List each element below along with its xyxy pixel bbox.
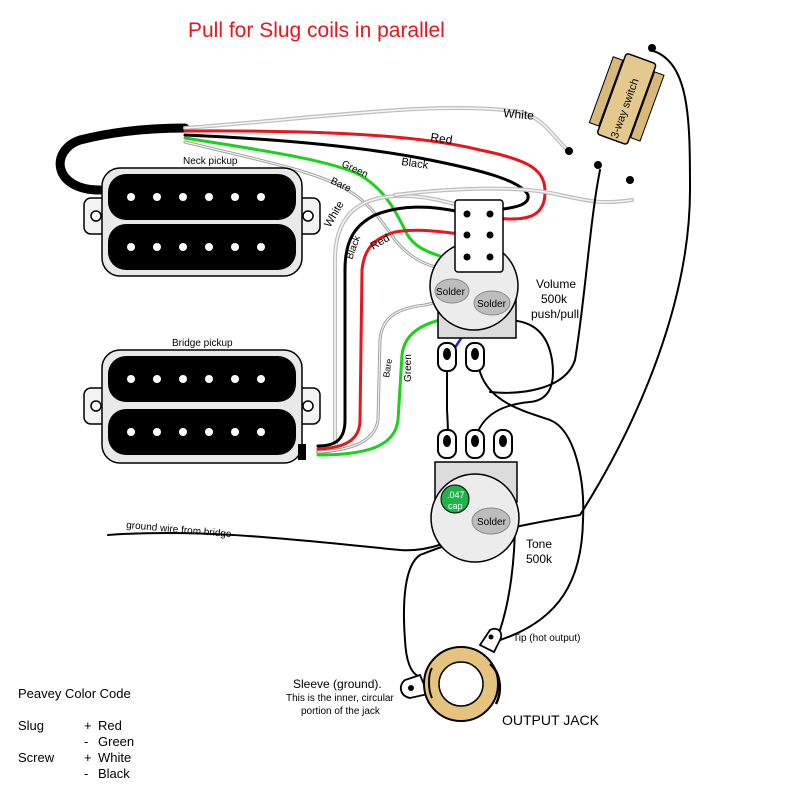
tone-capacitor: .047 cap xyxy=(440,484,470,514)
wire-red-top xyxy=(183,129,547,221)
volume-solder-2: Solder xyxy=(477,299,507,310)
legend-row: -Black xyxy=(84,766,130,781)
wire-switch-hot xyxy=(489,169,601,394)
jack-sleeve-line2: This is the inner, circular xyxy=(286,693,394,704)
wire-red-bridge xyxy=(316,228,464,451)
wire-vol-lug xyxy=(446,361,449,439)
label-black-top: Black xyxy=(401,156,430,172)
wire-switch-ground xyxy=(402,49,691,677)
bridge-pickup-label: Bridge pickup xyxy=(172,338,233,349)
tone-name: Tone xyxy=(526,537,552,551)
label-green-neck: Green xyxy=(340,159,370,181)
legend-row: Slug+Red xyxy=(18,718,122,733)
bridge-pickup: Bridge pickup xyxy=(83,338,321,464)
label-green-bridge: Green xyxy=(403,354,414,382)
three-way-switch: 3-way switch xyxy=(565,44,665,184)
output-jack: Tip (hot output) Sleeve (ground). This i… xyxy=(286,627,600,728)
legend-row: -Green xyxy=(84,734,135,749)
push-pull-lugs xyxy=(463,210,494,261)
neck-cable xyxy=(55,123,190,195)
wire-green-neck xyxy=(183,136,442,258)
neck-pole-pieces xyxy=(127,193,265,251)
bridge-pole-pieces xyxy=(127,375,265,436)
tone-value: 500k xyxy=(526,552,553,566)
svg-text:cap: cap xyxy=(448,501,463,511)
legend-title: Peavey Color Code xyxy=(18,686,131,701)
volume-solder-1: Solder xyxy=(436,287,466,298)
jack-tip-label: Tip (hot output) xyxy=(513,633,580,644)
label-bare-bridge: Bare xyxy=(381,358,394,378)
label-black-neck: Black xyxy=(344,233,363,261)
wire-black-bridge xyxy=(316,205,462,448)
wire-black-top xyxy=(183,133,530,212)
legend-row: Screw+White xyxy=(18,750,132,765)
tone-solder: Solder xyxy=(477,517,507,528)
label-red-top: Red xyxy=(430,130,454,147)
diagram-title: Pull for Slug coils in parallel xyxy=(188,19,445,42)
svg-text:.047: .047 xyxy=(447,490,465,500)
tone-lugs xyxy=(437,429,513,459)
neck-pickup-label: Neck pickup xyxy=(183,156,238,167)
wire-group xyxy=(55,49,691,677)
tone-pot: Solder .047 cap Tone 500k xyxy=(430,429,553,566)
color-code-legend: Peavey Color Code Slug+Red -Green Screw+… xyxy=(18,686,134,782)
neck-pickup: Neck pickup xyxy=(83,156,321,277)
label-white-top: White xyxy=(503,106,535,123)
jack-sleeve-line3: portion of the jack xyxy=(301,706,381,717)
volume-type: push/pull xyxy=(531,307,579,321)
volume-value: 500k xyxy=(541,292,568,306)
wire-green-bridge xyxy=(316,318,442,457)
jack-sleeve-line1: Sleeve (ground). xyxy=(293,677,382,691)
jack-label: OUTPUT JACK xyxy=(502,712,600,728)
wire-tone-lug xyxy=(474,319,554,441)
volume-pot: Solder Solder Volume 500k push/pull xyxy=(429,199,579,372)
label-ground-bridge: ground wire from bridge xyxy=(126,520,233,540)
volume-lugs xyxy=(437,342,485,372)
volume-name: Volume xyxy=(536,277,576,291)
wire-vol-tone xyxy=(477,361,585,641)
